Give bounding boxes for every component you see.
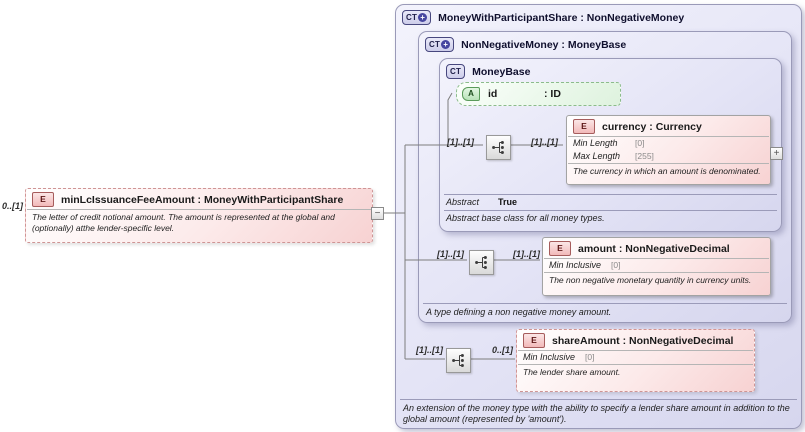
complextype-extension-icon: CT + (425, 37, 455, 52)
complextype-non-negative-money[interactable]: CT + NonNegativeMoney : MoneyBase CT Mon… (418, 31, 792, 323)
complextype-description: An extension of the money type with the … (400, 399, 797, 425)
complextype-badge-label: CT (406, 13, 418, 22)
complextype-badge-label: CT (450, 67, 462, 76)
element-title: shareAmount : NonNegativeDecimal (552, 334, 734, 347)
facet-name: Max Length (573, 151, 621, 161)
cardinality-label: [1]..[1] (447, 137, 474, 147)
element-currency[interactable]: E currency : Currency Min Length [0] Max… (566, 115, 771, 185)
expand-button[interactable]: + (770, 147, 783, 160)
complextype-money-base[interactable]: CT MoneyBase A id : ID [1]..[1] (439, 58, 783, 232)
divider (544, 258, 769, 259)
cardinality-label: [1]..[1] (513, 249, 540, 259)
element-amount[interactable]: E amount : NonNegativeDecimal Min Inclus… (542, 237, 771, 296)
facet-value: [255] (635, 151, 654, 161)
sequence-glyph (475, 256, 487, 269)
element-description: The non negative monetary quantity in cu… (549, 275, 752, 285)
element-shareAmount[interactable]: E shareAmount : NonNegativeDecimal Min I… (516, 329, 755, 392)
cardinality-label: [1]..[1] (416, 345, 443, 355)
complextype-description: Abstract base class for all money types. (446, 213, 605, 223)
cardinality-label: [1]..[1] (531, 137, 558, 147)
divider (544, 272, 769, 273)
element-icon: E (32, 192, 54, 207)
abstract-facet-label: Abstract (446, 197, 480, 207)
complextype-icon: CT (446, 64, 466, 79)
element-title: currency : Currency (602, 120, 702, 133)
attribute-id[interactable]: A id : ID (456, 82, 621, 106)
facet-name: Min Inclusive (523, 352, 576, 362)
element-minLcIssuanceFeeAmount[interactable]: E minLcIssuanceFeeAmount : MoneyWithPart… (25, 188, 373, 243)
sequence-icon[interactable] (469, 250, 494, 275)
cardinality-label: 0..[1] (492, 345, 514, 355)
divider (27, 209, 371, 210)
extension-plus-icon: + (441, 40, 451, 49)
complextype-title: NonNegativeMoney : MoneyBase (461, 38, 627, 51)
cardinality-label-source: 0..[1] (2, 201, 24, 211)
complextype-badge-label: CT (429, 40, 441, 49)
attribute-type: : ID (544, 88, 561, 100)
attribute-name: id (488, 88, 498, 100)
sequence-glyph (452, 354, 464, 367)
facet-value: [0] (635, 138, 645, 148)
divider (568, 136, 769, 137)
element-description: The lender share amount. (523, 367, 621, 377)
abstract-facet-value: True (498, 197, 518, 207)
moneybase-footer: Abstract True Abstract base class for al… (444, 194, 777, 225)
attribute-icon: A (462, 87, 480, 101)
divider (568, 163, 769, 164)
complextype-description: A type defining a non negative money amo… (423, 303, 787, 318)
extension-plus-icon: + (418, 13, 428, 22)
collapse-button[interactable]: − (371, 207, 384, 220)
complextype-money-with-participant-share[interactable]: CT + MoneyWithParticipantShare : NonNega… (395, 4, 802, 429)
element-description: The currency in which an amount is denom… (573, 166, 761, 176)
facet-value: [0] (611, 260, 621, 270)
element-title: minLcIssuanceFeeAmount : MoneyWithPartic… (61, 193, 344, 206)
facet-name: Min Length (573, 138, 618, 148)
facet-name: Min Inclusive (549, 260, 602, 270)
complextype-title: MoneyBase (472, 65, 531, 78)
complextype-extension-icon: CT + (402, 10, 432, 25)
sequence-icon[interactable] (446, 348, 471, 373)
element-description: The letter of credit notional amount. Th… (32, 212, 335, 233)
divider (518, 350, 753, 351)
sequence-icon[interactable] (486, 135, 511, 160)
element-icon: E (549, 241, 571, 256)
cardinality-label: [1]..[1] (437, 249, 464, 259)
facet-value: [0] (585, 352, 595, 362)
element-title: amount : NonNegativeDecimal (578, 242, 730, 255)
sequence-glyph (492, 141, 504, 154)
divider (518, 364, 753, 365)
element-icon: E (573, 119, 595, 134)
complextype-title: MoneyWithParticipantShare : NonNegativeM… (438, 11, 685, 24)
element-icon: E (523, 333, 545, 348)
